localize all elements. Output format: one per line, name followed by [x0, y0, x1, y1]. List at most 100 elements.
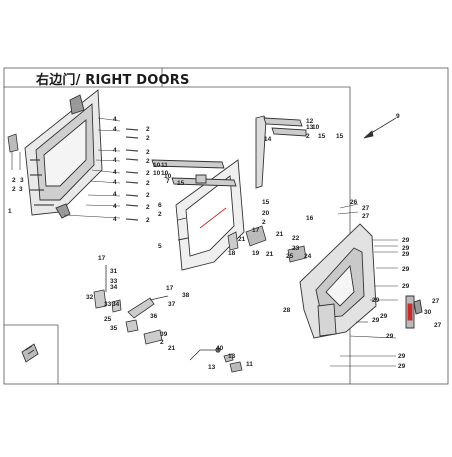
door-outer-panel: [24, 89, 103, 219]
callout-22: 22: [292, 235, 300, 242]
callout-4d: 4: [113, 157, 117, 164]
callout-15b: 15: [262, 199, 270, 206]
callout-36: 36: [150, 313, 158, 320]
callout-12: 12: [306, 118, 314, 125]
callout-20: 20: [262, 210, 270, 217]
callout-29k: 29: [398, 363, 406, 370]
callout-4b: 4: [113, 126, 117, 133]
callout-28: 28: [283, 307, 291, 314]
callout-24: 24: [304, 253, 312, 260]
callout-29b: 29: [402, 245, 410, 252]
callout-25b: 25: [104, 316, 112, 323]
callout-13b: 13: [228, 353, 236, 360]
callout-2e: 2: [146, 149, 150, 156]
callout-29c: 29: [402, 251, 410, 258]
callout-27b: 27: [362, 213, 370, 220]
callout-27d: 27: [434, 322, 442, 329]
callout-15a: 15: [177, 180, 185, 187]
callout-15d: 15: [336, 133, 344, 140]
callout-27a: 27: [362, 205, 370, 212]
callout-2k: 2: [146, 217, 150, 224]
callout-33a: 33: [110, 278, 118, 285]
callout-1: 1: [8, 208, 12, 215]
callout-29i: 29: [386, 333, 394, 340]
callout-21d: 21: [168, 345, 176, 352]
callout-13c: 13: [208, 364, 216, 371]
callout-16: 16: [306, 215, 314, 222]
hinge-arms: [151, 159, 237, 187]
callout-29h: 29: [372, 317, 380, 324]
callout-10b: 10: [153, 170, 161, 177]
detail-icon-bottom-left: [21, 343, 39, 363]
leader-lines-left: [11, 117, 121, 219]
lower-latch-linkage: [93, 265, 169, 345]
diagram-title: 右边门/ RIGHT DOORS: [36, 73, 190, 88]
callout-29d: 29: [402, 266, 410, 273]
callout-10c: 10: [161, 170, 169, 177]
callout-19: 19: [252, 250, 260, 257]
callout-5: 5: [158, 243, 162, 250]
handle-parts: [223, 353, 243, 373]
callout-4e: 4: [113, 169, 117, 176]
callout-32: 32: [86, 294, 94, 301]
latch-assembly: [227, 225, 307, 263]
callout-34b: 34: [112, 301, 120, 308]
callout-11a: 11: [161, 162, 168, 169]
callout-2c: 2: [146, 126, 150, 133]
callout-34a: 34: [110, 284, 118, 291]
callout-23: 23: [292, 245, 300, 252]
callout-13a: 13: [306, 124, 314, 131]
callout-10d: 10: [164, 173, 172, 180]
callout-14: 14: [264, 136, 272, 143]
callout-4i: 4: [113, 216, 117, 223]
bolt-marks-left: [125, 128, 139, 221]
callout-2h: 2: [146, 180, 150, 187]
callout-2g: 2: [146, 170, 150, 177]
callout-18: 18: [228, 250, 236, 257]
callout-17a: 17: [252, 227, 260, 234]
callout-2n: 2: [306, 133, 310, 140]
callout-4h: 4: [113, 203, 117, 210]
callout-7: 7: [166, 178, 170, 185]
upper-linkage: [255, 115, 307, 189]
callout-2i: 2: [146, 192, 150, 199]
callout-6: 6: [158, 202, 162, 209]
callout-11b: 11: [246, 361, 253, 368]
callout-2l: 2: [158, 211, 162, 218]
callout-4c: 4: [113, 147, 117, 154]
callout-17b: 17: [98, 255, 106, 262]
callout-25a: 25: [286, 253, 294, 260]
callout-3b: 3: [19, 186, 23, 193]
callout-10a: 10: [153, 162, 161, 169]
callout-2b: 2: [12, 186, 16, 193]
callout-2a: 2: [12, 177, 16, 184]
callout-4f: 4: [113, 179, 117, 186]
callout-21a: 21: [238, 236, 246, 243]
callout-29f: 29: [372, 297, 380, 304]
callout-3a: 3: [20, 177, 24, 184]
callout-35: 35: [110, 325, 118, 332]
callout-4a: 4: [113, 116, 117, 123]
bracket-part-1: [7, 133, 19, 153]
leader-lines-right: [330, 203, 398, 367]
callout-2f: 2: [146, 158, 150, 165]
cable-part-40: [189, 347, 221, 361]
callout-numbers: 2 3 2 3 1 4 2 4 2 4 2 4 2 4 2 4 2 4 2 4 …: [8, 113, 442, 371]
callout-29j: 29: [398, 353, 406, 360]
callout-37: 37: [168, 301, 176, 308]
callout-21c: 21: [266, 251, 274, 258]
callout-33b: 33: [104, 301, 112, 308]
callout-2o: 2: [160, 339, 164, 346]
callout-27c: 27: [432, 298, 440, 305]
callout-4g: 4: [113, 191, 117, 198]
callout-9: 9: [396, 113, 400, 120]
callout-2j: 2: [146, 204, 150, 211]
callout-2d: 2: [146, 135, 150, 142]
callout-30: 30: [424, 309, 432, 316]
arrow-part-9: [363, 117, 397, 139]
door-right-panel: [299, 223, 423, 339]
callout-39: 39: [160, 331, 168, 338]
callout-2m: 2: [262, 219, 266, 226]
callout-29a: 29: [402, 237, 410, 244]
